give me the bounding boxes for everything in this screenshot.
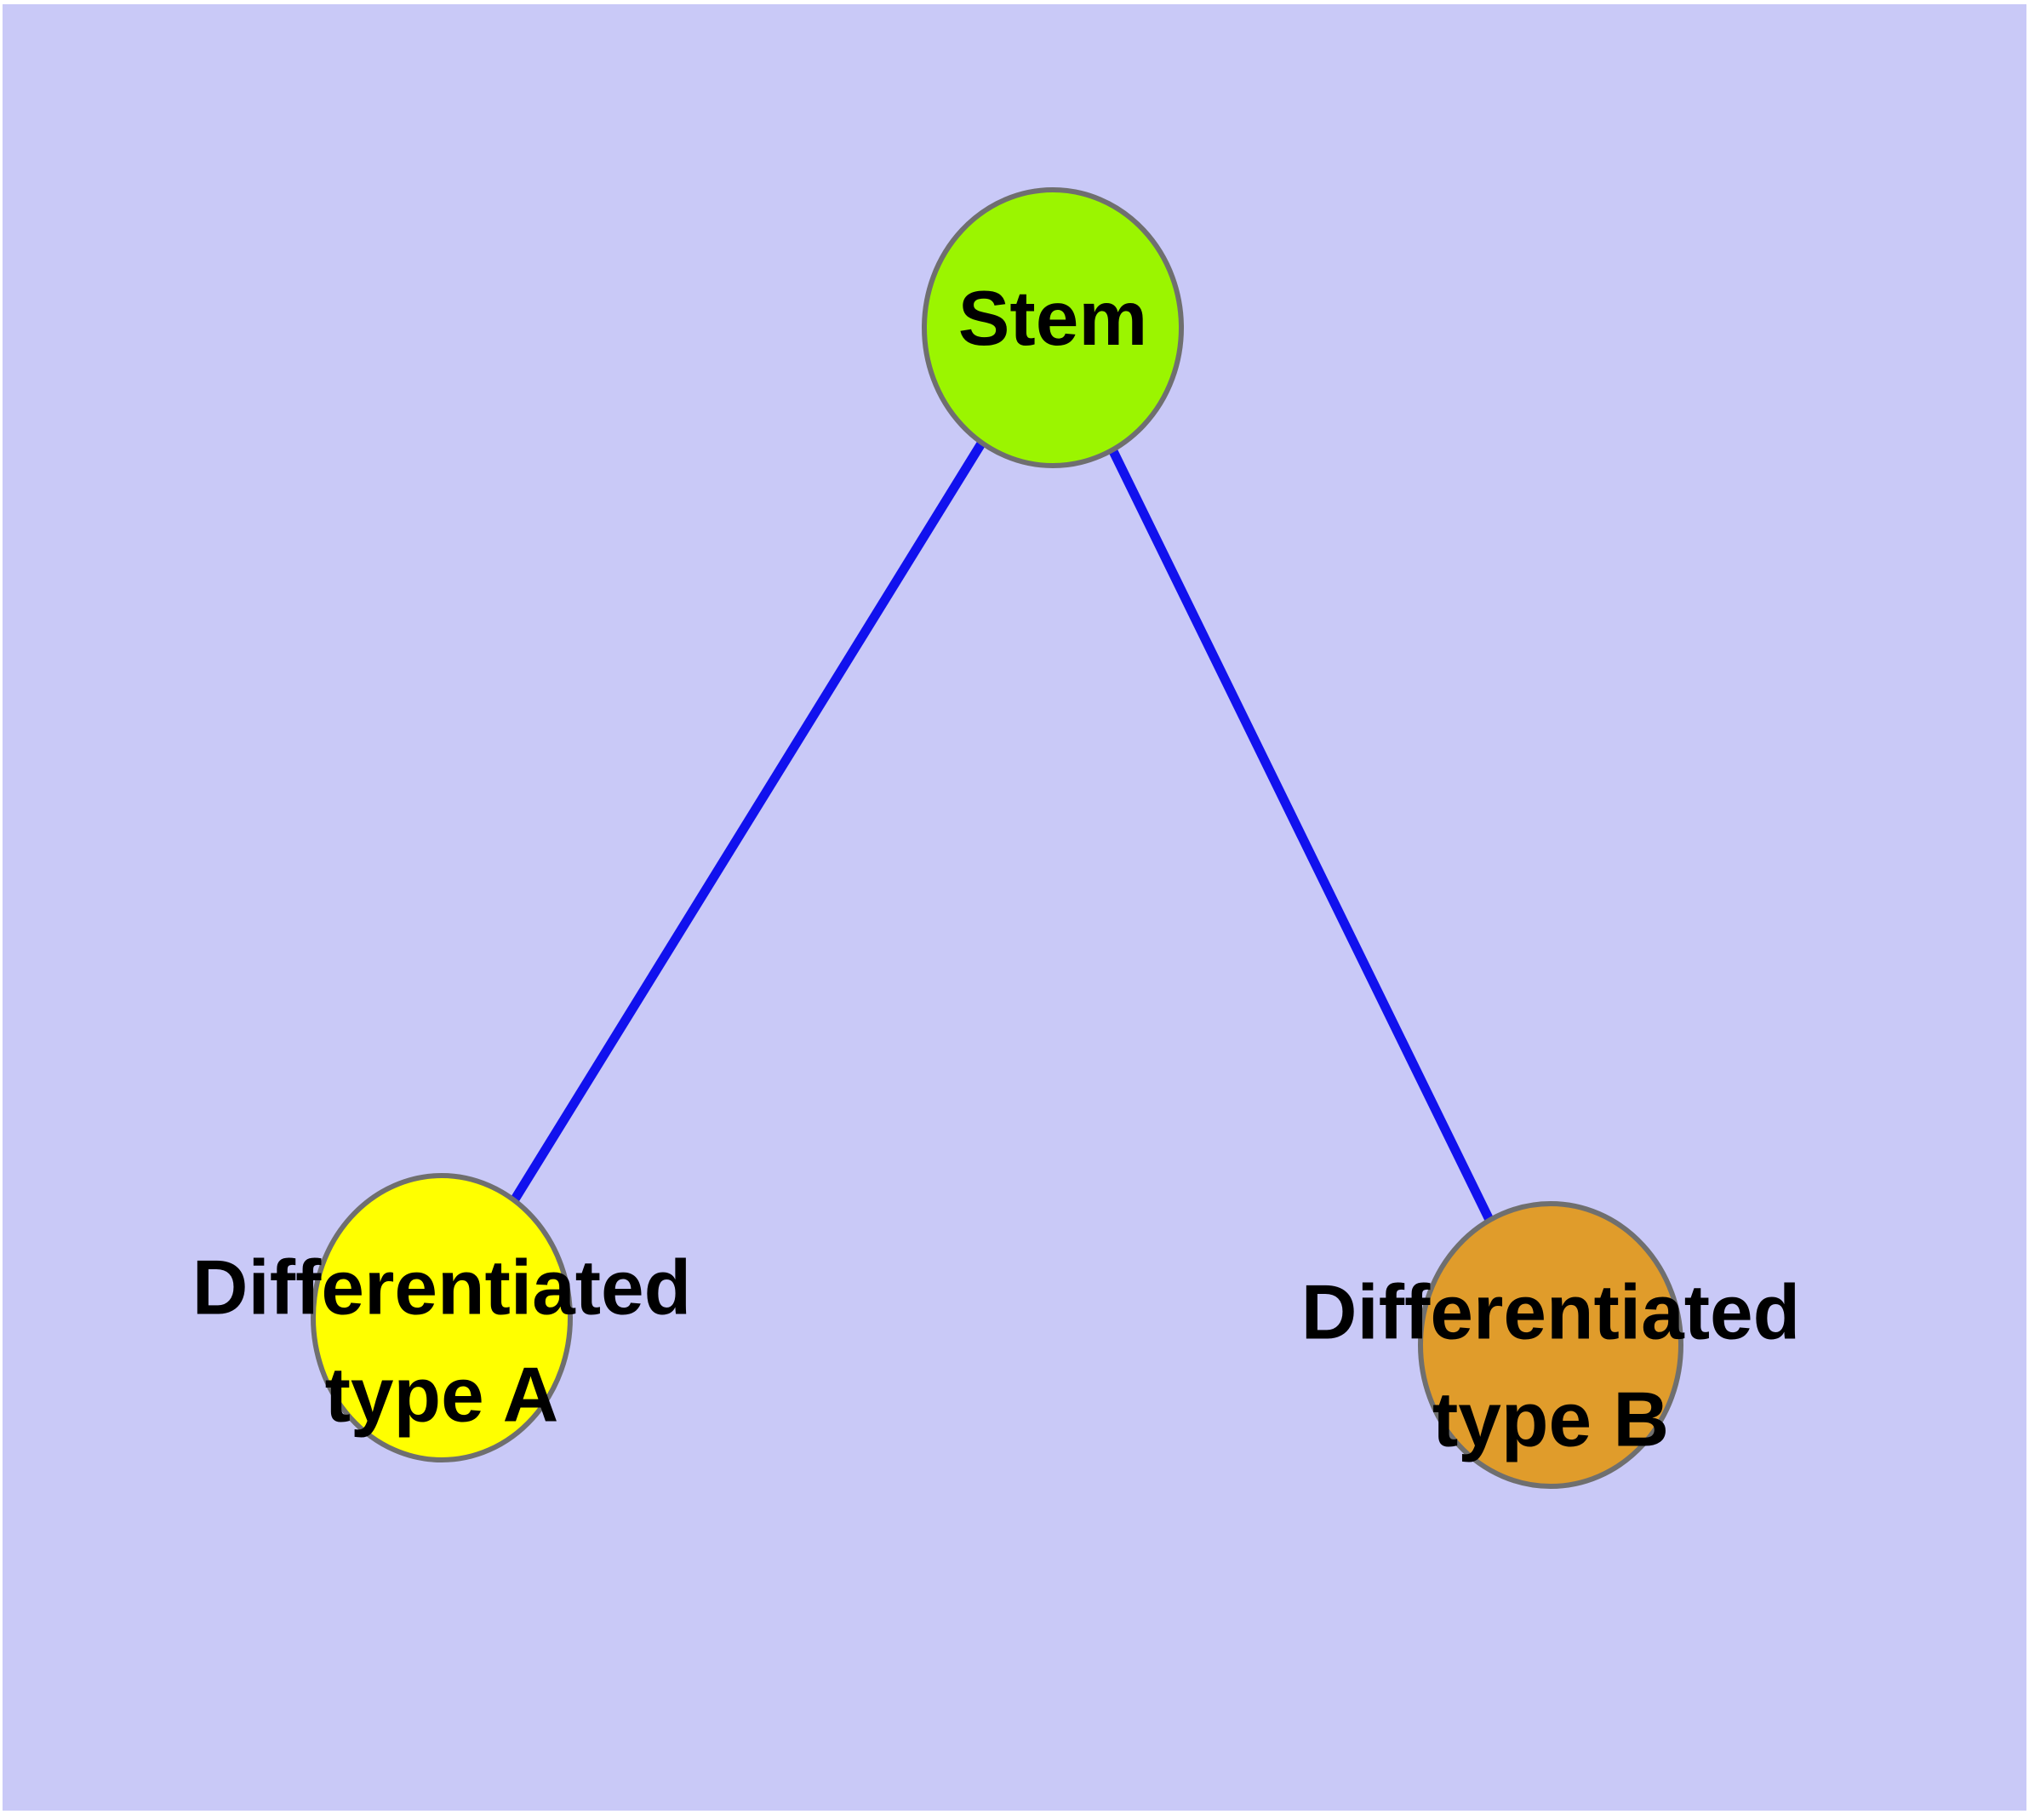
node-type-b-shape [1418,1201,1683,1489]
node-type-a-shape [311,1173,573,1462]
edge-stem-to-type-a [437,325,1057,1320]
edge-stem-to-type-b [1049,325,1555,1348]
node-stem-shape [922,187,1184,468]
